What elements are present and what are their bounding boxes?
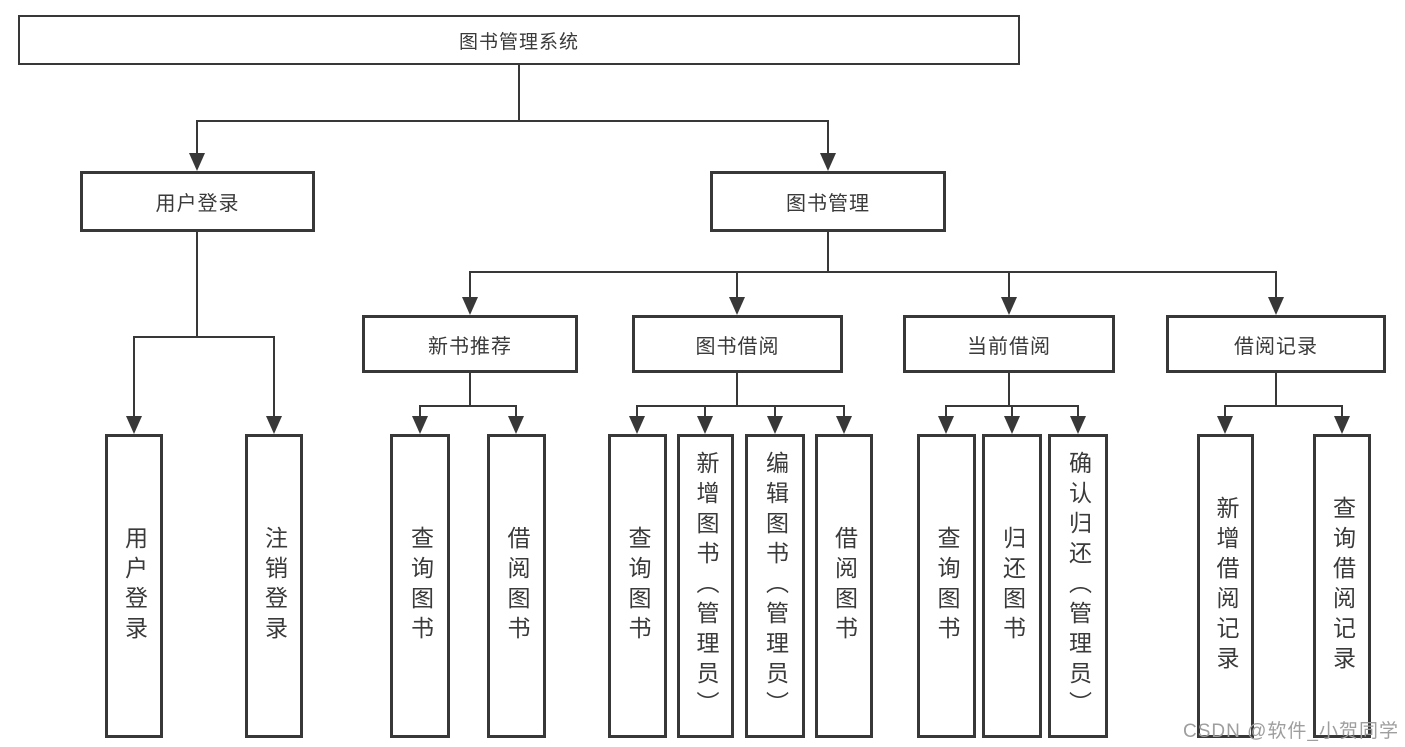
arrow-down-icon — [629, 416, 645, 434]
arrow-down-icon — [836, 416, 852, 434]
connector-line — [1224, 406, 1226, 419]
node-library-management-system: 图书管理系统 — [18, 15, 1020, 65]
leaf-query-books-borrowing: 查询图书 — [608, 434, 667, 738]
arrow-down-icon — [820, 153, 836, 171]
csdn-watermark: CSDN @软件_小贺同学 — [1183, 721, 1399, 742]
leaf-query-borrow-record: 查询借阅记录 — [1313, 434, 1371, 738]
arrow-down-icon — [266, 416, 282, 434]
connector-line — [736, 373, 738, 406]
leaf-return-books: 归还图书 — [982, 434, 1042, 738]
leaf-borrow-books-recommendation: 借阅图书 — [487, 434, 546, 738]
leaf-logout: 注销登录 — [245, 434, 303, 738]
connector-line — [273, 337, 275, 419]
connector-line — [196, 120, 829, 122]
arrow-down-icon — [412, 416, 428, 434]
arrow-down-icon — [938, 416, 954, 434]
leaf-borrow-books-borrowing-label: 借阅图书 — [831, 526, 858, 646]
node-borrowing-records: 借阅记录 — [1166, 315, 1386, 373]
arrow-down-icon — [1334, 416, 1350, 434]
arrow-down-icon — [697, 416, 713, 434]
connector-line — [133, 336, 275, 338]
connector-line — [133, 337, 135, 419]
leaf-logout-label: 注销登录 — [261, 526, 288, 646]
leaf-add-borrow-record-label: 新增借阅记录 — [1213, 496, 1239, 676]
connector-line — [1077, 406, 1079, 419]
arrow-down-icon — [729, 297, 745, 315]
arrow-down-icon — [508, 416, 524, 434]
leaf-query-borrow-record-label: 查询借阅记录 — [1329, 496, 1356, 676]
connector-line — [419, 406, 421, 419]
arrow-down-icon — [1268, 297, 1284, 315]
leaf-query-books-borrowing-label: 查询图书 — [625, 526, 651, 646]
connector-line — [843, 406, 845, 419]
leaf-add-books-admin-label: 新增图书（管理员） — [693, 451, 719, 721]
connector-line — [1008, 373, 1010, 406]
connector-line — [196, 232, 198, 337]
leaf-query-books-recommendation: 查询图书 — [390, 434, 450, 738]
connector-line — [1275, 373, 1277, 406]
leaf-add-books-admin: 新增图书（管理员） — [677, 434, 734, 738]
arrow-down-icon — [126, 416, 142, 434]
connector-line — [1341, 406, 1343, 419]
connector-line — [196, 121, 198, 156]
leaf-query-books-current: 查询图书 — [917, 434, 976, 738]
connector-line — [515, 406, 517, 419]
connector-line — [774, 406, 776, 419]
leaf-query-books-current-label: 查询图书 — [934, 526, 960, 646]
connector-line — [469, 272, 471, 300]
connector-line — [827, 121, 829, 156]
node-book-management: 图书管理 — [710, 171, 946, 232]
node-new-book-recommendation: 新书推荐 — [362, 315, 578, 373]
arrow-down-icon — [1001, 297, 1017, 315]
leaf-confirm-return-admin-label: 确认归还（管理员） — [1065, 451, 1092, 721]
leaf-borrow-books-recommendation-label: 借阅图书 — [504, 526, 530, 646]
leaf-edit-books-admin: 编辑图书（管理员） — [745, 434, 805, 738]
connector-line — [827, 232, 829, 272]
arrow-down-icon — [1217, 416, 1233, 434]
leaf-edit-books-admin-label: 编辑图书（管理员） — [762, 451, 789, 721]
connector-line — [469, 373, 471, 406]
arrow-down-icon — [189, 153, 205, 171]
arrow-down-icon — [462, 297, 478, 315]
leaf-user-login-label: 用户登录 — [121, 526, 148, 646]
leaf-return-books-label: 归还图书 — [999, 526, 1026, 646]
node-user-login: 用户登录 — [80, 171, 315, 232]
connector-line — [518, 65, 520, 121]
node-book-borrowing: 图书借阅 — [632, 315, 843, 373]
leaf-user-login: 用户登录 — [105, 434, 163, 738]
connector-line — [704, 406, 706, 419]
connector-line — [1008, 272, 1010, 300]
connector-line — [736, 272, 738, 300]
arrow-down-icon — [1070, 416, 1086, 434]
arrow-down-icon — [767, 416, 783, 434]
connector-line — [636, 405, 845, 407]
leaf-borrow-books-borrowing: 借阅图书 — [815, 434, 873, 738]
leaf-add-borrow-record: 新增借阅记录 — [1197, 434, 1254, 738]
node-current-borrowing: 当前借阅 — [903, 315, 1115, 373]
arrow-down-icon — [1004, 416, 1020, 434]
connector-line — [636, 406, 638, 419]
connector-line — [1275, 272, 1277, 300]
leaf-confirm-return-admin: 确认归还（管理员） — [1048, 434, 1108, 738]
connector-line — [1011, 406, 1013, 419]
connector-line — [469, 271, 1277, 273]
connector-line — [1224, 405, 1343, 407]
connector-line — [419, 405, 517, 407]
leaf-query-books-recommendation-label: 查询图书 — [407, 526, 434, 646]
connector-line — [945, 406, 947, 419]
